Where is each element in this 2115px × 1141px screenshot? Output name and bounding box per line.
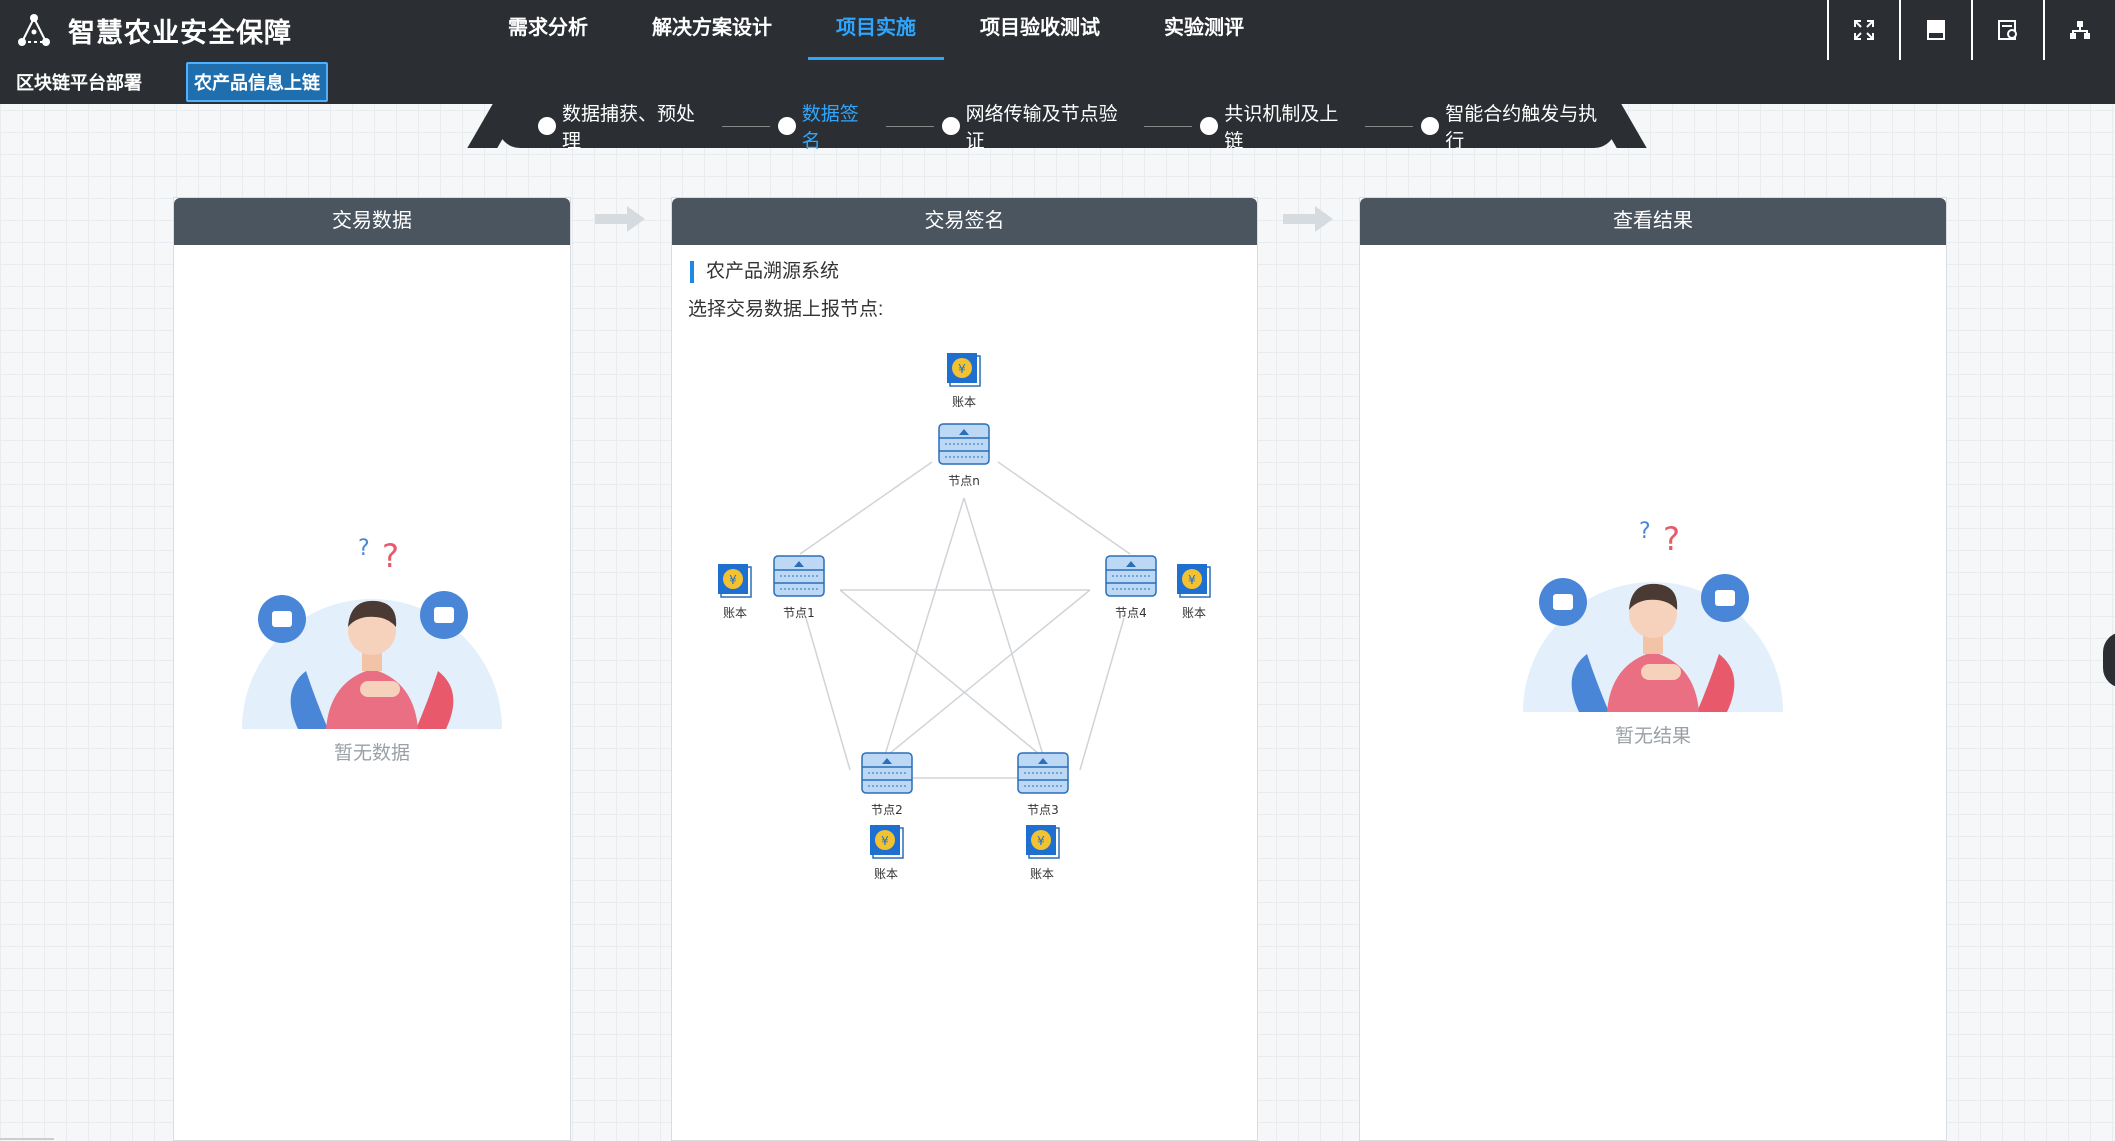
node-label: 节点2 [871,803,903,817]
ledger-icon [717,563,752,598]
step-label: 网络传输及节点验证 [965,104,1118,152]
nav-acceptance-test[interactable]: 项目验收测试 [980,17,1100,39]
ledger-icon [1025,824,1060,859]
top-header: 智慧农业安全保障 需求分析 解决方案设计 项目实施 项目验收测试 实验测评 [0,0,2115,60]
empty-state: ? ? 暂无结果 [1360,514,1946,748]
subtab-product-onchain[interactable]: 农产品信息上链 [186,62,328,102]
ledger-label: 账本 [874,867,898,881]
network-links [799,461,1131,779]
svg-text:?: ? [1663,520,1680,558]
empty-text: 暂无结果 [1614,726,1691,747]
empty-illustration: ? ? [242,536,502,729]
step-connector [885,125,934,127]
report-icon [1998,20,2017,40]
ledger-icon [1176,563,1211,598]
step-label: 数据签名 [801,104,859,152]
notebook-icon [1927,20,1945,40]
app-logo[interactable]: 智慧农业安全保障 [0,10,480,50]
step-dot [1200,117,1219,135]
result-panel: 查看结果 ? ? 暂无结果 [1359,197,1947,1141]
panel-title: 查看结果 [1360,198,1946,245]
node-label: 节点1 [783,606,815,620]
step-data-capture[interactable]: 数据捕获、预处理 [538,99,714,153]
system-name: 农产品溯源系统 [690,261,839,283]
empty-illustration: ? ? [1523,519,1783,712]
step-data-signature[interactable]: 数据签名 [777,99,878,153]
nav-solution-design[interactable]: 解决方案设计 [652,17,772,39]
report-button[interactable] [1971,0,2043,60]
node-server-icon[interactable] [1017,752,1069,794]
structure-icon [2070,21,2090,39]
nav-requirements[interactable]: 需求分析 [508,17,588,39]
node-server-icon[interactable] [1105,555,1157,597]
ledger-icon [946,352,981,387]
svg-text:?: ? [382,537,399,575]
step-label: 共识机制及上链 [1224,104,1339,152]
fullscreen-button[interactable] [1827,0,1899,60]
step-dot [538,117,556,135]
step-connector [1144,125,1193,127]
node-server-icon[interactable] [938,423,990,465]
node-select-hint: 选择交易数据上报节点: [688,299,884,320]
panel-title: 交易数据 [174,198,570,245]
ledger-label: 账本 [1182,606,1206,620]
step-label: 智能合约触发与执行 [1445,104,1598,152]
divider [0,1138,54,1140]
transaction-signature-panel: 交易签名 农产品溯源系统 选择交易数据上报节点: ¥ [671,197,1258,1141]
empty-text: 暂无数据 [333,743,410,764]
nav-evaluation[interactable]: 实验测评 [1164,17,1244,39]
step-smart-contract[interactable]: 智能合约触发与执行 [1421,99,1616,153]
main-nav: 需求分析 解决方案设计 项目实施 项目验收测试 实验测评 [480,0,1280,60]
empty-state: ? ? 暂无数据 [174,531,570,765]
ledger-icon [869,824,904,859]
subtab-blockchain-deploy[interactable]: 区块链平台部署 [16,73,142,93]
step-label: 数据捕获、预处理 [561,104,695,152]
notebook-button[interactable] [1899,0,1971,60]
ledger-label: 账本 [723,606,747,620]
node-server-icon[interactable] [773,555,825,597]
svg-text:?: ? [358,536,370,561]
step-dot [1421,117,1440,135]
step-connector [1365,125,1414,127]
node-network-diagram: ¥ 节点n 账本 节点1 账本 [717,352,1211,881]
step-network-verify[interactable]: 网络传输及节点验证 [941,99,1137,153]
step-dot [941,117,960,135]
svg-text:?: ? [1639,519,1651,544]
toolbar [1827,0,2115,60]
ledger-label: 账本 [1030,867,1054,881]
nav-implementation[interactable]: 项目实施 [808,0,944,60]
app-title: 智慧农业安全保障 [68,17,292,48]
structure-button[interactable] [2043,0,2115,60]
fullscreen-icon [1854,20,1874,40]
node-label: 节点3 [1027,803,1059,817]
side-drawer-handle[interactable] [2103,632,2115,688]
ledger-label: 账本 [952,395,976,409]
step-bar: 数据捕获、预处理 数据签名 网络传输及节点验证 共识机制及上链 智能合约触发与执… [498,104,1616,152]
sub-tab-bar: 区块链平台部署 农产品信息上链 [0,60,2115,104]
node-label: 节点n [948,474,980,488]
transaction-data-panel: 交易数据 ? ? 暂无数据 [173,197,571,1141]
step-connector [721,125,770,127]
node-label: 节点4 [1115,606,1147,620]
panel-title: 交易签名 [672,198,1257,245]
flow-arrow-icon [595,206,645,232]
flow-arrow-icon [1283,206,1333,232]
logo-icon [18,14,50,46]
node-server-icon[interactable] [861,752,913,794]
step-consensus[interactable]: 共识机制及上链 [1200,99,1357,153]
step-dot [777,117,796,135]
